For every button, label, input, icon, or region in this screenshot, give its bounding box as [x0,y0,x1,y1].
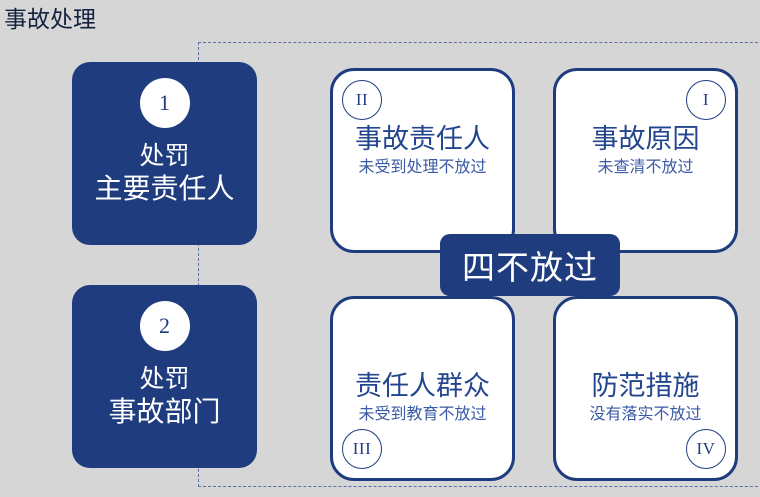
card-heading-iii: 责任人群众 [355,371,490,401]
step-box-2[interactable]: 2 处罚 事故部门 [72,285,257,468]
step-label-2-line2: 事故部门 [108,395,221,427]
card-text-block-i: 事故原因 未查清不放过 [556,123,735,179]
step-label-1-line1: 处罚 [139,142,190,170]
roman-numeral-badge-i: I [686,80,726,120]
step-box-1[interactable]: 1 处罚 主要责任人 [72,62,257,245]
step-number-badge-2: 2 [139,301,190,351]
card-subtext-ii: 未受到处理不放过 [358,159,487,176]
card-heading-iv: 防范措施 [591,371,700,401]
step-label-2-line1: 处罚 [139,365,190,393]
step-label-2: 处罚 事故部门 [108,365,220,428]
step-label-1: 处罚 主要责任人 [94,142,234,205]
card-heading-i: 事故原因 [591,124,700,154]
card-heading-ii: 事故责任人 [355,124,490,154]
card-text-block-ii: 事故责任人 未受到处理不放过 [333,123,512,179]
card-preventive-measures[interactable]: IV 防范措施 没有落实不放过 [553,296,738,481]
step-label-1-line2: 主要责任人 [94,172,235,204]
card-subtext-i: 未查清不放过 [597,159,694,176]
step-number-badge-1: 1 [139,78,190,128]
center-badge-four-no-pass: 四不放过 [440,234,620,296]
card-text-block-iii: 责任人群众 未受到教育不放过 [333,370,512,426]
card-responsible-persons-and-public[interactable]: III 责任人群众 未受到教育不放过 [330,296,515,481]
card-text-block-iv: 防范措施 没有落实不放过 [556,370,735,426]
roman-numeral-badge-iii: III [342,429,382,469]
roman-numeral-badge-iv: IV [686,429,726,469]
card-subtext-iii: 未受到教育不放过 [358,406,487,423]
card-accident-cause[interactable]: I 事故原因 未查清不放过 [553,68,738,253]
page-title: 事故处理 [4,6,96,32]
card-accident-responsible-person[interactable]: II 事故责任人 未受到处理不放过 [330,68,515,253]
roman-numeral-badge-ii: II [342,80,382,120]
card-subtext-iv: 没有落实不放过 [589,406,702,423]
dashed-group-frame [198,42,760,487]
